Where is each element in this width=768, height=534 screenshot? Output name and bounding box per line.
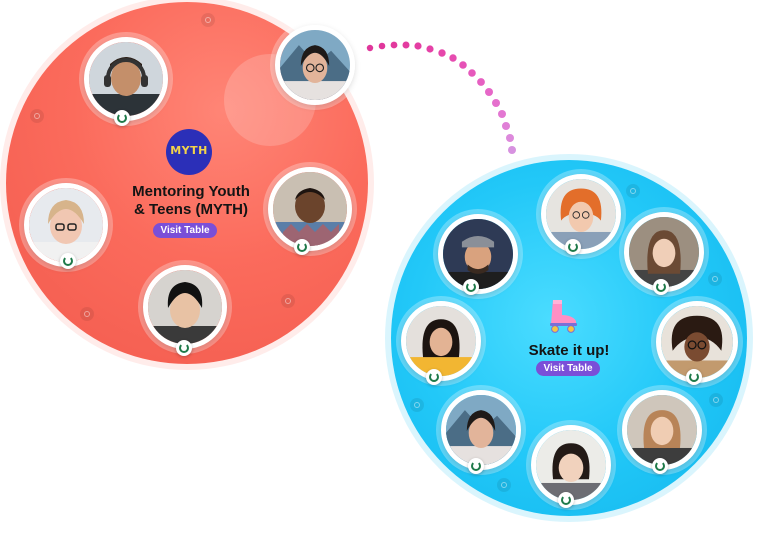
mic-status-icon bbox=[176, 340, 192, 356]
mic-status-icon bbox=[468, 458, 484, 474]
mic-status-icon bbox=[426, 369, 442, 385]
mic-status-icon bbox=[686, 369, 702, 385]
roller-skate-icon bbox=[550, 300, 577, 333]
participant-photo bbox=[446, 395, 516, 465]
empty-seat[interactable] bbox=[709, 393, 723, 407]
participant-avatar[interactable] bbox=[143, 265, 227, 349]
table-title: Mentoring Youth & Teens (MYTH) bbox=[106, 183, 276, 219]
participant-photo bbox=[661, 306, 733, 378]
participant-avatar[interactable] bbox=[84, 37, 168, 121]
visit-table-button[interactable]: Visit Table bbox=[153, 223, 217, 238]
table-title-line1: Mentoring Youth bbox=[132, 183, 250, 200]
mic-status-icon bbox=[294, 239, 310, 255]
participant-photo bbox=[89, 42, 163, 116]
mic-status-icon bbox=[114, 110, 130, 126]
participant-photo bbox=[546, 179, 616, 249]
participant-photo bbox=[627, 395, 697, 465]
participant-avatar[interactable] bbox=[656, 301, 738, 383]
participant-photo bbox=[273, 172, 347, 246]
mic-status-icon bbox=[558, 492, 574, 508]
logo-text: MYTH bbox=[170, 144, 208, 157]
mic-status-icon bbox=[565, 239, 581, 255]
myth-logo: MYTH bbox=[166, 129, 212, 175]
participant-photo bbox=[29, 188, 103, 262]
mic-status-icon bbox=[463, 279, 479, 295]
participant-avatar[interactable] bbox=[268, 167, 352, 251]
mic-status-icon bbox=[60, 253, 76, 269]
table-title-line2: & Teens (MYTH) bbox=[134, 201, 248, 218]
empty-seat[interactable] bbox=[80, 307, 94, 321]
mic-status-icon bbox=[652, 458, 668, 474]
mic-status-icon bbox=[653, 279, 669, 295]
empty-seat[interactable] bbox=[281, 294, 295, 308]
empty-seat[interactable] bbox=[497, 478, 511, 492]
participant-photo bbox=[280, 30, 350, 100]
participant-avatar-moving[interactable] bbox=[275, 25, 355, 105]
empty-seat[interactable] bbox=[626, 184, 640, 198]
participant-avatar[interactable] bbox=[401, 301, 481, 381]
participant-photo bbox=[629, 217, 699, 287]
participant-avatar[interactable] bbox=[438, 214, 518, 294]
empty-seat[interactable] bbox=[201, 13, 215, 27]
table-title: Skate it up! bbox=[528, 342, 610, 359]
participant-photo bbox=[406, 306, 476, 376]
participant-avatar[interactable] bbox=[541, 174, 621, 254]
participant-photo bbox=[148, 270, 222, 344]
participant-photo bbox=[536, 430, 606, 500]
empty-seat[interactable] bbox=[30, 109, 44, 123]
empty-seat[interactable] bbox=[708, 272, 722, 286]
empty-seat[interactable] bbox=[410, 398, 424, 412]
participant-avatar[interactable] bbox=[441, 390, 521, 470]
participant-photo bbox=[443, 219, 513, 289]
visit-table-button[interactable]: Visit Table bbox=[536, 361, 600, 376]
